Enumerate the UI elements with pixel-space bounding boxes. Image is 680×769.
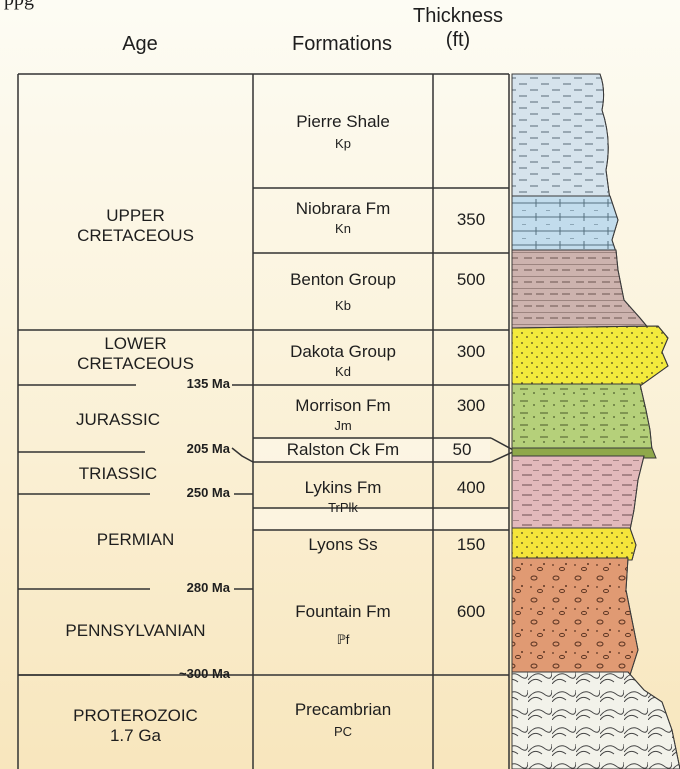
- benton-layer: [512, 250, 650, 330]
- boundary-250-ma: 250 Ma: [134, 485, 230, 500]
- thickness-header: Thickness (ft): [403, 4, 513, 52]
- formation-lyons: Lyons Ss: [253, 535, 433, 555]
- thickness-fountain: 600: [433, 602, 509, 622]
- thickness-lykins: 400: [433, 478, 509, 498]
- boundary-280-ma: 280 Ma: [134, 580, 230, 595]
- thickness-ralston: 50: [433, 440, 491, 460]
- thickness-header-line1: Thickness: [413, 5, 503, 27]
- pierre-shale-layer: [512, 74, 610, 200]
- precambrian-layer: [512, 672, 680, 769]
- morrison-layer: [512, 384, 652, 450]
- thickness-niobrara: 350: [433, 210, 509, 230]
- thickness-benton: 500: [433, 270, 509, 290]
- niobrara-layer: [512, 196, 618, 252]
- boundary-300-ma: ~300 Ma: [134, 666, 230, 681]
- age-triassic: TRIASSIC: [18, 464, 218, 484]
- age-header: Age: [70, 32, 210, 56]
- thickness-dakota: 300: [433, 342, 509, 362]
- lykins-layer: [512, 456, 644, 530]
- thickness-morrison: 300: [433, 396, 509, 416]
- age-jurassic: JURASSIC: [18, 410, 218, 430]
- boundary-205-ma: 205 Ma: [134, 441, 230, 456]
- dakota-layer: [512, 326, 668, 386]
- age-pennsylvanian: PENNSYLVANIAN: [18, 621, 253, 641]
- boundary-135-ma: 135 Ma: [134, 376, 230, 391]
- lyons-layer: [512, 528, 636, 560]
- formations-header: Formations: [262, 32, 422, 56]
- thickness-header-line2: (ft): [446, 29, 470, 51]
- formation-ralston: Ralston Ck Fm: [253, 440, 433, 460]
- top-cut-text: ppg: [4, 0, 34, 11]
- lithology-column: [512, 74, 680, 769]
- fountain-layer: [512, 558, 638, 675]
- thickness-lyons: 150: [433, 535, 509, 555]
- age-permian: PERMIAN: [18, 530, 253, 550]
